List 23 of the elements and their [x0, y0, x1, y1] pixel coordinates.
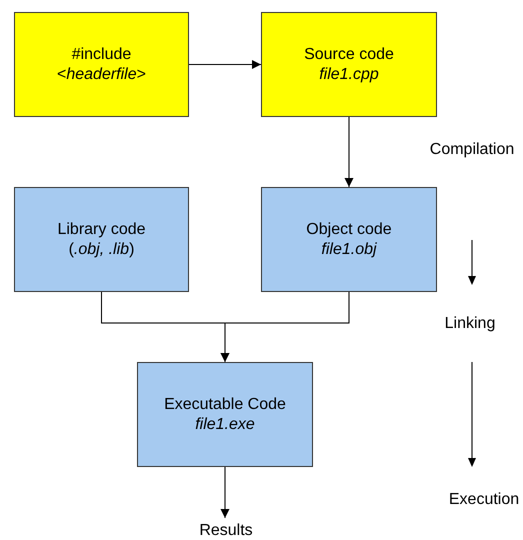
- file-name: file1.exe: [195, 414, 255, 434]
- process-box: [261, 12, 437, 117]
- file-name: file1.cpp: [319, 64, 379, 84]
- box-title: Library code: [57, 220, 146, 240]
- result-text: Results: [190, 518, 262, 540]
- box-title: Source code: [304, 44, 394, 64]
- stage-label: Execution: [448, 491, 520, 509]
- stage-label: Compilation: [430, 141, 514, 159]
- process-box: [14, 12, 189, 117]
- process-box: [261, 187, 437, 292]
- file-name: file1.obj: [321, 240, 377, 260]
- arrow: [220, 466, 230, 518]
- box-title: Executable Code: [164, 394, 286, 414]
- file-name: (.obj, .lib): [68, 240, 134, 260]
- process-box: [14, 187, 189, 292]
- box-title: #include: [72, 44, 132, 64]
- file-name: <headerfile>: [57, 64, 146, 84]
- stage-label: Linking: [444, 315, 496, 333]
- box-title: Object code: [306, 220, 392, 240]
- arrow: [344, 116, 354, 188]
- arrow: [188, 60, 262, 69]
- process-box: [137, 362, 313, 467]
- arrow: [220, 292, 350, 362]
